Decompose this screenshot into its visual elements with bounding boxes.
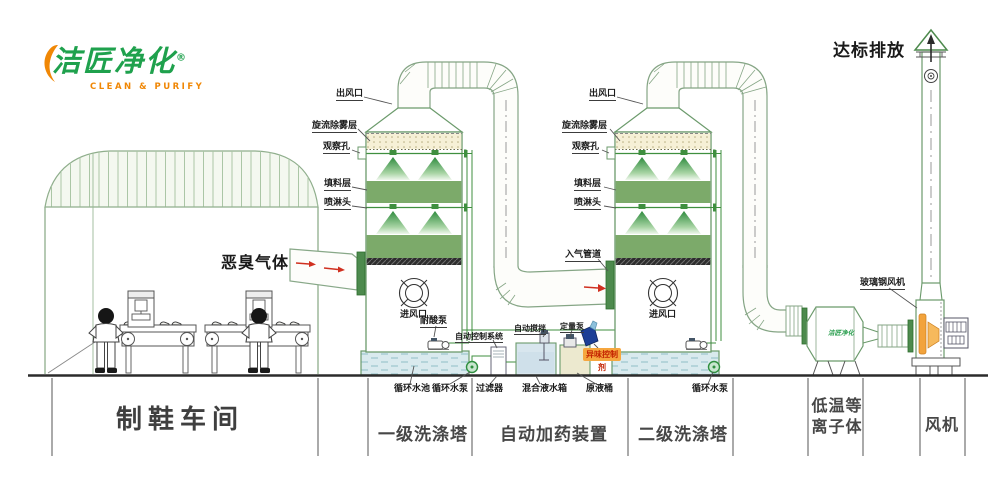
brand-logo: 洁匠净化® bbox=[52, 38, 188, 80]
up-arrow-icon bbox=[927, 34, 935, 44]
inlet-flange bbox=[605, 260, 615, 310]
raw-barrel-label: 原液桶 bbox=[586, 384, 614, 394]
section-plasma-label: 低温等离子体 bbox=[811, 396, 863, 436]
ground-line bbox=[28, 374, 988, 456]
leader-lines bbox=[351, 96, 918, 385]
brand-tagline: CLEAN & PURIFY bbox=[90, 82, 205, 92]
logo-swoosh-icon bbox=[44, 45, 58, 82]
flow-arrow bbox=[309, 261, 316, 267]
frp-fan-label: 玻璃钢风机 bbox=[860, 278, 906, 291]
plasma-brand-mark: 洁匠净化 bbox=[828, 329, 854, 337]
brand-text: 洁匠净化 bbox=[52, 44, 177, 78]
gas-inlet-pipe-label: 入气管道 bbox=[565, 250, 602, 263]
tower2-outlet-label: 出风口 bbox=[589, 89, 617, 102]
section-tower2-label: 二级洗涤塔 bbox=[638, 425, 728, 445]
acid-pump-label: 耐酸泵 bbox=[420, 316, 448, 329]
section-workshop-label: 制鞋车间 bbox=[116, 405, 245, 435]
tower2-viewport-label: 观察孔 bbox=[572, 142, 600, 155]
emission-label: 达标排放 bbox=[833, 41, 905, 61]
tower1-outlet-label: 出风口 bbox=[336, 89, 364, 102]
scrubber-tower-2 bbox=[606, 61, 768, 353]
press-machine bbox=[127, 290, 155, 328]
section-tower1-label: 一级洗涤塔 bbox=[378, 425, 468, 445]
scrubber-tower-1 bbox=[357, 61, 519, 353]
plasma-unit bbox=[806, 306, 914, 376]
flow-arrow bbox=[338, 266, 345, 273]
pool1-label: 循环水池 bbox=[394, 384, 431, 394]
tower1-extras bbox=[427, 260, 615, 374]
filter-label: 过滤器 bbox=[476, 384, 504, 394]
tower2-extras bbox=[685, 265, 808, 374]
metering-pump-unit bbox=[563, 337, 577, 348]
conveyor-station-1 bbox=[119, 290, 197, 374]
tower2-inlet-label: 进风口 bbox=[649, 310, 677, 320]
metering-pump-label: 定量泵 bbox=[560, 322, 584, 334]
circ-pump2-label: 循环水泵 bbox=[692, 384, 729, 394]
workshop-building bbox=[44, 150, 319, 374]
circulating-pool-2 bbox=[611, 350, 720, 376]
chimney-stack bbox=[913, 28, 949, 284]
control-system-label: 自动控制系统 bbox=[455, 332, 503, 344]
section-fan-label: 风机 bbox=[925, 415, 960, 434]
odor-gas-duct bbox=[289, 248, 366, 296]
tower1-viewport-label: 观察孔 bbox=[323, 142, 351, 155]
tower2-packing-label: 填料层 bbox=[574, 179, 602, 192]
tower1-inlet-label: 进风口 bbox=[400, 310, 428, 320]
section-dosing-label: 自动加药装置 bbox=[500, 425, 608, 445]
auto-stirrer-label: 自动搅拌 bbox=[514, 324, 546, 336]
registered-mark: ® bbox=[176, 52, 189, 64]
tower2-sprayhead-label: 喷淋头 bbox=[574, 198, 602, 211]
mixed-tank-label: 混合液水箱 bbox=[522, 384, 568, 394]
tower2-demister-label: 旋流除雾层 bbox=[562, 121, 608, 134]
worker-figure bbox=[88, 307, 124, 374]
tower1-packing-label: 填料层 bbox=[324, 179, 352, 192]
tower1-demister-label: 旋流除雾层 bbox=[312, 121, 358, 134]
circulating-pool-1 bbox=[360, 350, 470, 376]
odor-agent-label: 异味控制剂 bbox=[583, 348, 621, 372]
circ-pump1-label: 循环水泵 bbox=[432, 384, 469, 394]
odor-gas-label: 恶臭气体 bbox=[221, 253, 290, 272]
tower1-sprayhead-label: 喷淋头 bbox=[324, 198, 352, 211]
frp-fan-unit bbox=[911, 282, 969, 376]
